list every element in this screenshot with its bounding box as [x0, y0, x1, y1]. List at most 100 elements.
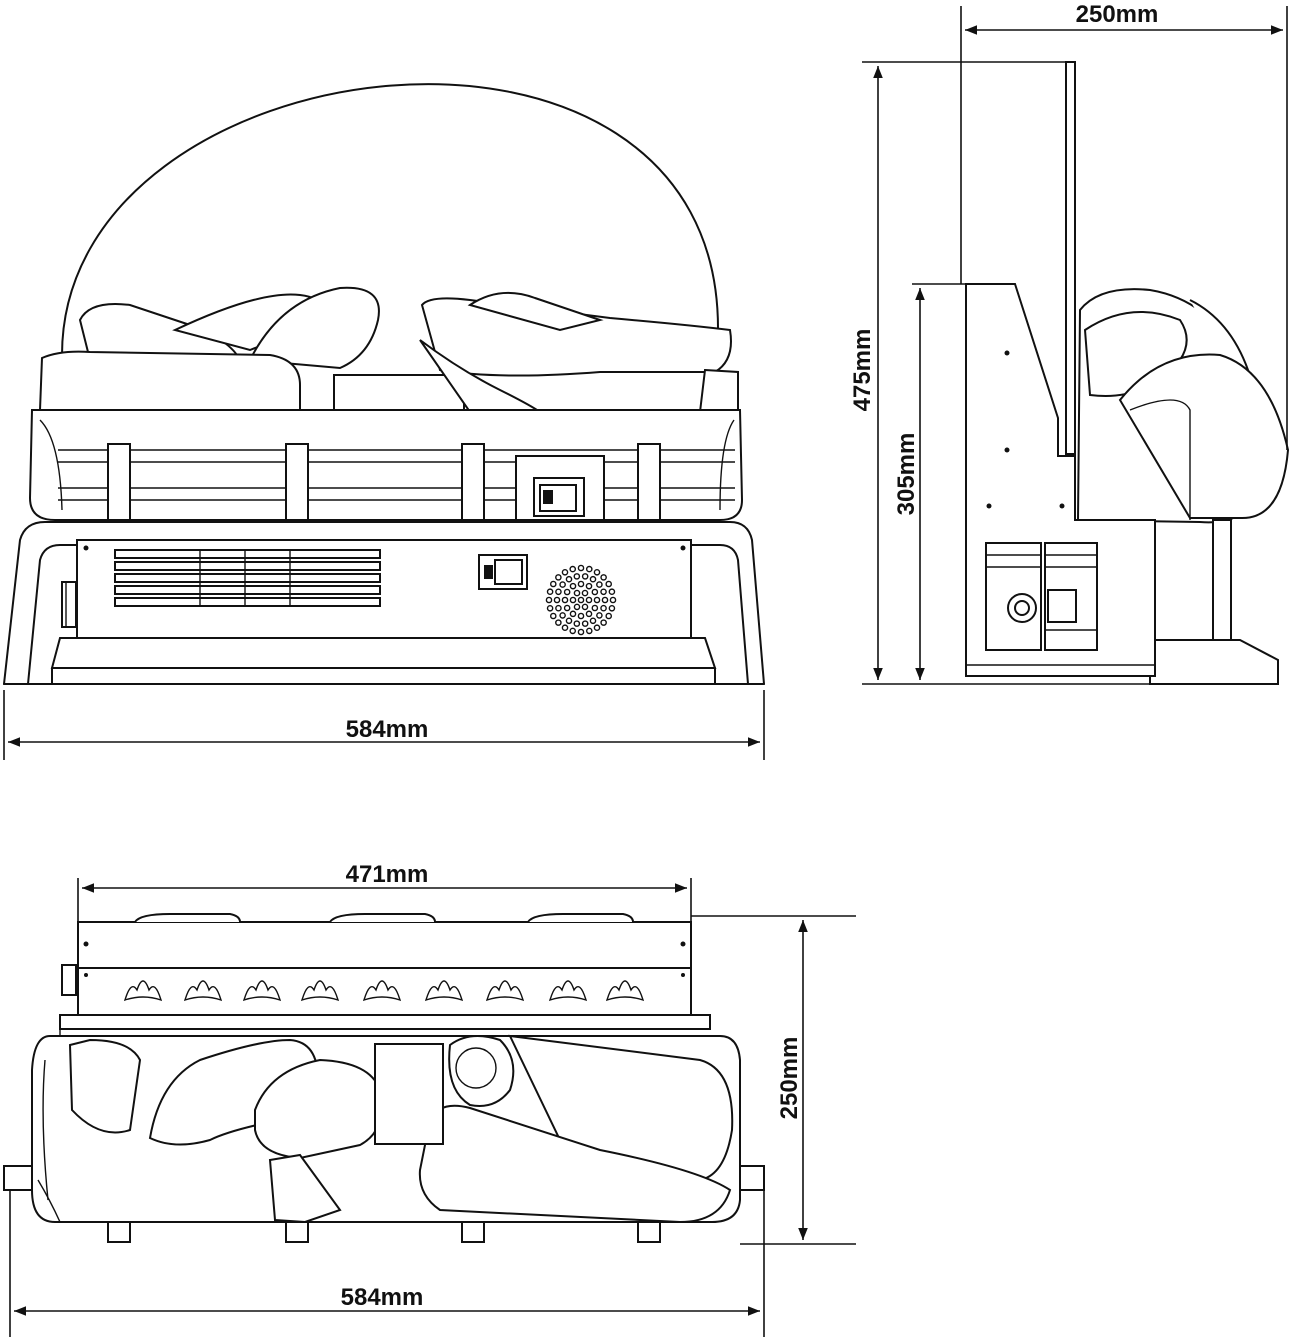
top-logs	[42, 1034, 734, 1224]
side-body-height-label: 305mm	[893, 433, 920, 516]
side-backdrop-panel	[1065, 61, 1076, 455]
speaker-hole	[589, 617, 597, 625]
speaker-hole	[546, 588, 554, 596]
speaker-hole	[605, 580, 613, 588]
speaker-hole	[581, 603, 589, 611]
speaker-hole	[549, 580, 557, 588]
speaker-hole	[559, 581, 566, 588]
flame-icon	[183, 980, 223, 1002]
speaker-hole	[565, 575, 573, 583]
speaker-hole	[563, 604, 571, 612]
flame-icon	[242, 980, 282, 1002]
speaker-hole	[563, 588, 571, 596]
side-logs	[1076, 288, 1290, 524]
speaker-hole	[573, 603, 581, 611]
speaker-hole	[581, 589, 589, 597]
side-fan-grille	[985, 542, 1098, 651]
speaker-hole	[561, 568, 569, 576]
speaker-hole	[555, 604, 562, 612]
top-depth-dimension: 250mm	[691, 915, 856, 1245]
speaker-hole	[585, 610, 593, 618]
top-flame-icons	[123, 980, 645, 1002]
speaker-hole	[591, 588, 599, 596]
top-width-dimension: 584mm	[9, 1190, 765, 1337]
speaker-hole	[608, 588, 616, 596]
speaker-hole	[561, 624, 569, 632]
front-heater-box	[61, 539, 692, 639]
side-total-height-label: 475mm	[849, 329, 876, 412]
top-flame-strip	[77, 967, 692, 1016]
speaker-hole	[559, 612, 566, 619]
flame-icon	[123, 980, 163, 1002]
front-log-tray	[28, 409, 744, 521]
speaker-hole	[581, 573, 589, 580]
speaker-hole	[549, 612, 557, 620]
front-speaker-holes	[545, 564, 617, 636]
side-body-height-dimension: 305mm	[893, 283, 966, 680]
speaker-hole	[593, 568, 601, 576]
speaker-hole	[589, 575, 597, 583]
speaker-hole	[577, 564, 585, 572]
speaker-hole	[577, 596, 585, 604]
speaker-hole	[608, 604, 616, 612]
flame-icon	[605, 980, 645, 1002]
speaker-hole	[577, 612, 585, 620]
front-logs	[38, 286, 739, 413]
speaker-hole	[596, 612, 603, 619]
speaker-hole	[596, 581, 603, 588]
front-width-label: 584mm	[346, 716, 429, 743]
side-view	[965, 61, 1290, 685]
speaker-hole	[573, 589, 581, 597]
flame-icon	[362, 980, 402, 1002]
top-view	[3, 913, 765, 1243]
speaker-hole	[577, 580, 585, 588]
flame-icon	[424, 980, 464, 1002]
speaker-hole	[585, 627, 593, 635]
front-view	[3, 83, 765, 685]
speaker-hole	[585, 596, 593, 604]
top-inner-width-dimension: 471mm	[77, 861, 692, 922]
speaker-hole	[591, 604, 599, 612]
speaker-hole	[601, 596, 609, 604]
speaker-hole	[593, 624, 601, 632]
speaker-hole	[569, 610, 577, 618]
speaker-hole	[569, 596, 577, 604]
front-power-switch	[478, 554, 528, 590]
speaker-hole	[600, 588, 607, 596]
speaker-hole	[581, 620, 589, 627]
speaker-hole	[600, 619, 607, 626]
speaker-hole	[573, 573, 581, 580]
speaker-hole	[585, 582, 593, 590]
speaker-hole	[555, 588, 562, 596]
speaker-hole	[609, 596, 617, 604]
flame-icon	[485, 980, 525, 1002]
speaker-hole	[600, 574, 607, 581]
speaker-hole	[569, 582, 577, 590]
speaker-hole	[546, 604, 554, 612]
speaker-hole	[561, 596, 569, 604]
top-width-label: 584mm	[341, 1284, 424, 1311]
speaker-hole	[553, 596, 561, 604]
speaker-hole	[555, 619, 562, 626]
flame-icon	[300, 980, 340, 1002]
front-vent-grille	[114, 549, 381, 607]
flame-icon	[548, 980, 588, 1002]
side-depth-dimension: 250mm	[960, 1, 1288, 450]
speaker-hole	[555, 574, 562, 581]
speaker-hole	[585, 565, 593, 573]
speaker-hole	[605, 612, 613, 620]
front-backdrop-arc	[61, 83, 720, 356]
front-width-dimension: 584mm	[3, 690, 765, 760]
speaker-hole	[577, 628, 585, 636]
speaker-hole	[600, 604, 607, 612]
side-total-height-dimension: 475mm	[849, 61, 1150, 685]
speaker-hole	[593, 596, 601, 604]
top-inner-width-label: 471mm	[346, 861, 429, 888]
top-depth-label: 250mm	[776, 1037, 803, 1120]
speaker-hole	[565, 617, 573, 625]
speaker-hole	[569, 627, 577, 635]
speaker-hole	[573, 620, 581, 627]
front-base-plate	[50, 637, 717, 669]
speaker-hole	[569, 565, 577, 573]
